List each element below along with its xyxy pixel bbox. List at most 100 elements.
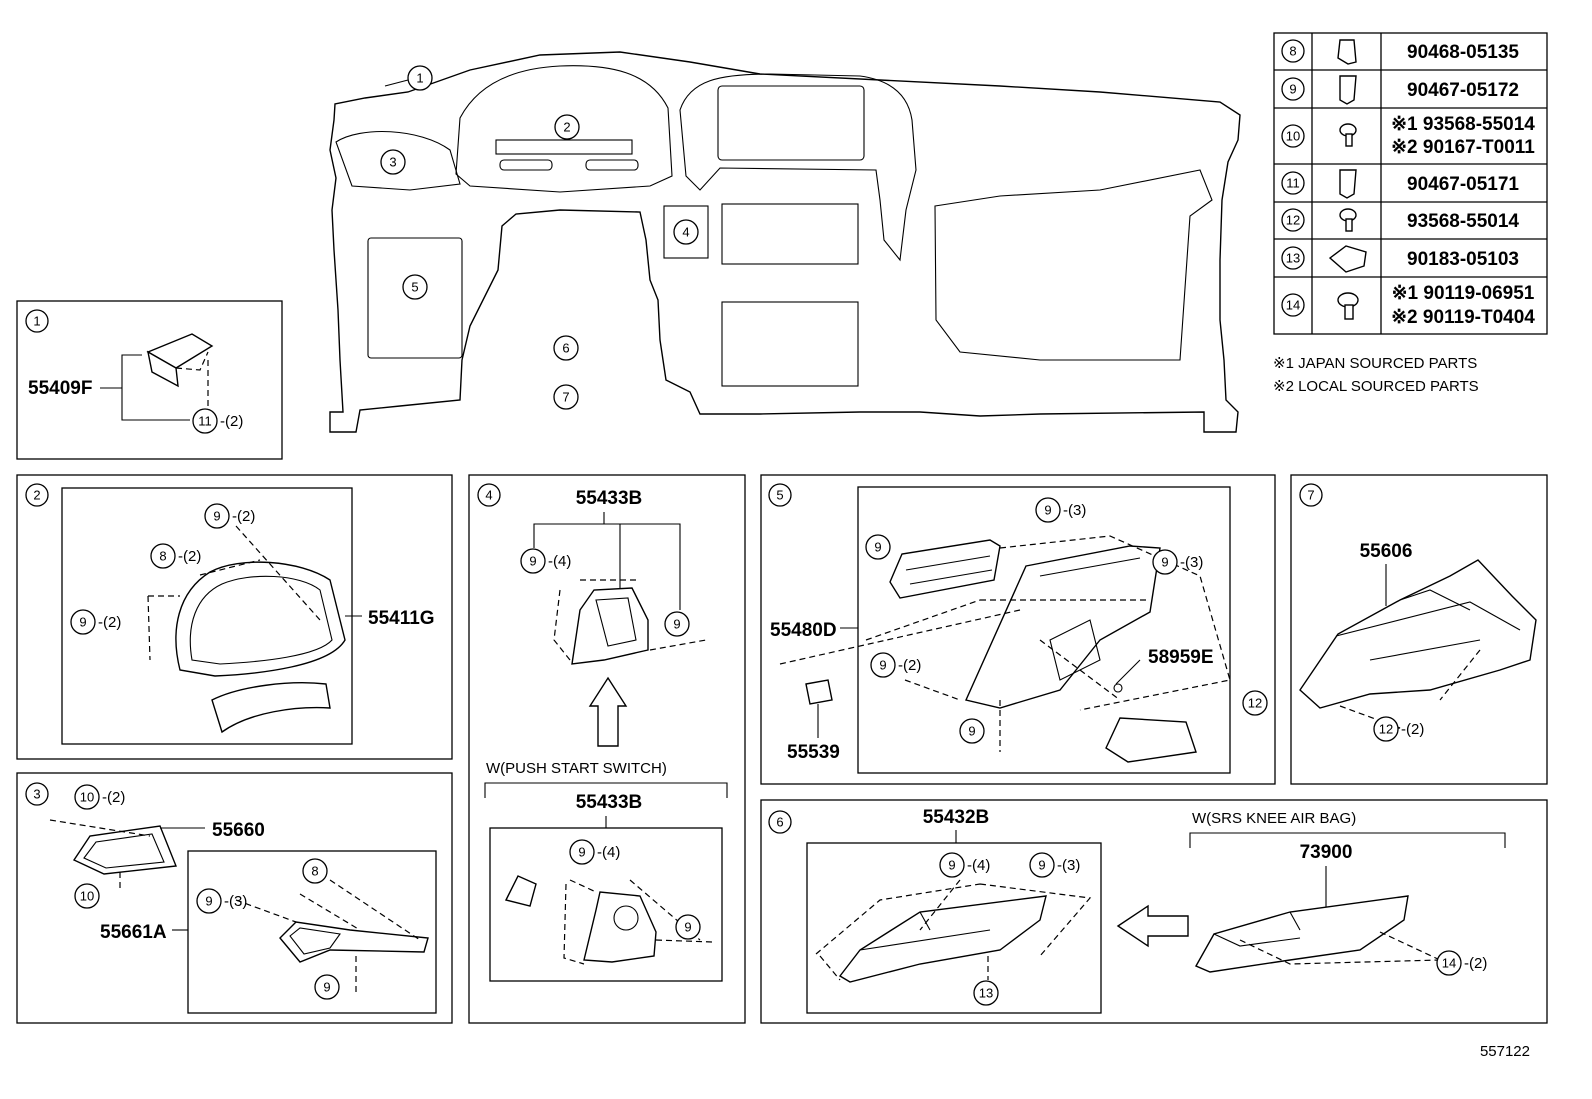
- svg-text:13: 13: [979, 986, 993, 1001]
- svg-text:73900: 73900: [1300, 842, 1353, 863]
- table-row: 14 ※1 90119-06951 ※2 90119-T0404: [1281, 283, 1535, 328]
- svg-text:9: 9: [205, 894, 212, 909]
- svg-text:90467-05171: 90467-05171: [1407, 174, 1519, 195]
- svg-text:-(3): -(3): [1180, 554, 1203, 571]
- panel-6: 6 55432B 9 -(4) 9 -(3) 13 W(SRS KNEE AIR…: [760, 799, 1548, 1024]
- table-row: 10 ※1 93568-55014 ※2 90167-T0011: [1281, 114, 1535, 158]
- svg-text:93568-55014: 93568-55014: [1407, 211, 1519, 232]
- svg-text:9: 9: [968, 724, 975, 739]
- svg-text:3: 3: [389, 155, 396, 170]
- svg-text:-(2): -(2): [220, 413, 243, 430]
- dashboard-assembly: [329, 51, 1241, 433]
- callout-1: 1: [407, 65, 433, 91]
- panel-4: 4 55433B 9 -(4) 9 W(PUSH START SWITCH) 5…: [468, 474, 746, 1024]
- svg-text:※2 90119-T0404: ※2 90119-T0404: [1391, 307, 1535, 328]
- svg-text:8: 8: [1289, 44, 1296, 59]
- svg-text:13: 13: [1286, 251, 1300, 266]
- screw-icon: [1339, 208, 1357, 232]
- svg-text:-(2): -(2): [178, 548, 201, 565]
- arrow-up-icon: [588, 676, 628, 747]
- svg-text:-(4): -(4): [597, 844, 620, 861]
- table-row: 8 90468-05135: [1281, 39, 1519, 65]
- fastener-table: 8 90468-05135 9 90467-05172 10 ※1 93568-…: [1273, 32, 1548, 335]
- svg-text:4: 4: [485, 488, 492, 503]
- svg-text:10: 10: [80, 790, 94, 805]
- svg-text:11: 11: [198, 414, 212, 429]
- note-japan: ※1 JAPAN SOURCED PARTS: [1273, 355, 1477, 372]
- panel-7: 7 55606 12 -(2): [1290, 474, 1548, 785]
- bolt-icon: [1337, 292, 1359, 320]
- table-row: 12 93568-55014: [1281, 208, 1519, 232]
- svg-text:90468-05135: 90468-05135: [1407, 42, 1519, 63]
- svg-text:9: 9: [578, 845, 585, 860]
- svg-text:-(2): -(2): [102, 789, 125, 806]
- svg-text:W(PUSH START SWITCH): W(PUSH START SWITCH): [486, 760, 667, 777]
- svg-text:W(SRS KNEE AIR BAG): W(SRS KNEE AIR BAG): [1192, 810, 1356, 827]
- svg-text:55661A: 55661A: [100, 922, 167, 943]
- svg-text:3: 3: [33, 787, 40, 802]
- svg-text:7: 7: [1307, 488, 1314, 503]
- svg-text:9: 9: [1038, 858, 1045, 873]
- clip-icon: [1339, 169, 1357, 199]
- svg-text:※1 93568-55014: ※1 93568-55014: [1391, 114, 1535, 135]
- svg-text:9: 9: [79, 615, 86, 630]
- svg-text:-(4): -(4): [548, 553, 571, 570]
- svg-text:-(3): -(3): [1057, 857, 1080, 874]
- svg-text:9: 9: [874, 540, 881, 555]
- svg-text:55433B: 55433B: [576, 488, 643, 509]
- nut-clip-icon: [1328, 245, 1367, 273]
- panel-1: 1 55409F 11 -(2): [16, 300, 283, 460]
- svg-text:55539: 55539: [787, 742, 840, 763]
- svg-text:-(4): -(4): [967, 857, 990, 874]
- svg-text:55480D: 55480D: [770, 620, 837, 641]
- svg-text:-(2): -(2): [898, 657, 921, 674]
- svg-text:4: 4: [682, 225, 689, 240]
- svg-text:-(3): -(3): [224, 893, 247, 910]
- svg-text:9: 9: [529, 554, 536, 569]
- svg-text:9: 9: [673, 617, 680, 632]
- callout-3: 3: [380, 149, 406, 175]
- table-row: 11 90467-05171: [1281, 169, 1519, 199]
- callout-2: 2: [554, 114, 580, 140]
- svg-text:55432B: 55432B: [923, 807, 990, 828]
- svg-text:7: 7: [562, 390, 569, 405]
- svg-text:-(2): -(2): [98, 614, 121, 631]
- panel-2: 2 55411G 9 -(2) 8 -(2) 9 -(2): [16, 474, 453, 760]
- svg-text:58959E: 58959E: [1148, 647, 1214, 668]
- svg-text:55433B: 55433B: [576, 792, 643, 813]
- svg-text:-(2): -(2): [1401, 721, 1424, 738]
- svg-text:12: 12: [1379, 722, 1393, 737]
- clip-icon: [1339, 75, 1357, 105]
- svg-text:-(2): -(2): [232, 508, 255, 525]
- svg-text:-(3): -(3): [1063, 502, 1086, 519]
- svg-text:9: 9: [879, 658, 886, 673]
- svg-text:1: 1: [416, 71, 423, 86]
- svg-text:14: 14: [1442, 956, 1456, 971]
- svg-text:8: 8: [311, 864, 318, 879]
- table-row: 13 90183-05103: [1281, 245, 1519, 273]
- diagram-id: 557122: [1480, 1043, 1530, 1060]
- svg-text:55409F: 55409F: [28, 378, 92, 399]
- svg-text:12: 12: [1248, 696, 1262, 711]
- svg-text:2: 2: [563, 120, 570, 135]
- svg-text:-(2): -(2): [1464, 955, 1487, 972]
- svg-text:※2 90167-T0011: ※2 90167-T0011: [1391, 137, 1535, 158]
- svg-text:55660: 55660: [212, 820, 265, 841]
- note-local: ※2 LOCAL SOURCED PARTS: [1273, 378, 1479, 395]
- callout-7: 7: [553, 384, 579, 410]
- svg-text:6: 6: [562, 341, 569, 356]
- screw-icon: [1339, 123, 1357, 147]
- svg-text:90183-05103: 90183-05103: [1407, 249, 1519, 270]
- svg-text:9: 9: [323, 980, 330, 995]
- svg-text:10: 10: [1286, 129, 1300, 144]
- svg-text:6: 6: [776, 815, 783, 830]
- svg-text:10: 10: [80, 889, 94, 904]
- clip-icon: [1337, 39, 1357, 65]
- svg-text:2: 2: [33, 488, 40, 503]
- svg-text:※1 90119-06951: ※1 90119-06951: [1392, 283, 1535, 304]
- svg-text:9: 9: [213, 509, 220, 524]
- svg-text:8: 8: [159, 549, 166, 564]
- svg-text:55606: 55606: [1360, 541, 1413, 562]
- svg-text:1: 1: [33, 314, 40, 329]
